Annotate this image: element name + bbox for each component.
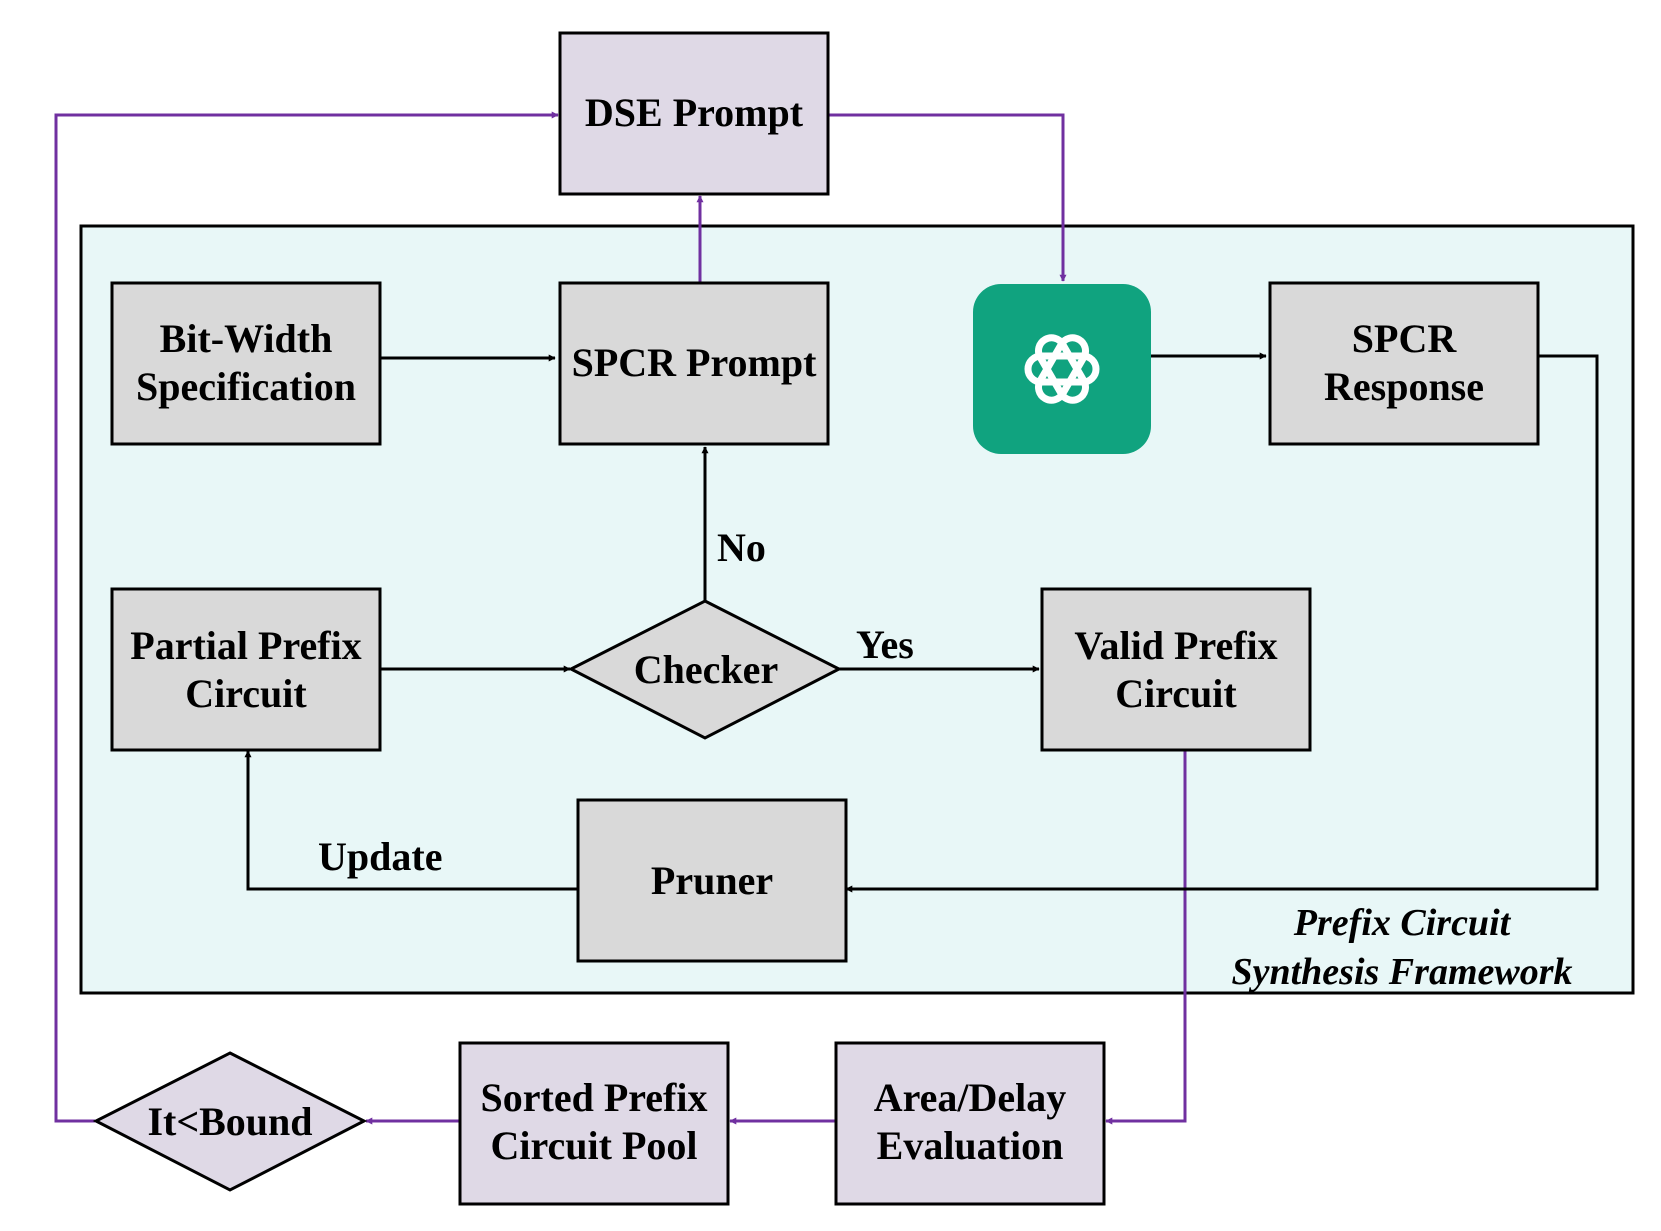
edge-label-yes: Yes — [856, 622, 914, 667]
area-delay-label-line2: Evaluation — [877, 1123, 1064, 1168]
bit-width-label-line1: Bit-Width — [160, 316, 333, 361]
edge-pruner-to-partial — [244, 750, 577, 891]
partial-prefix-label-line1: Partial Prefix — [130, 623, 361, 668]
edge-valid-to-area-delay — [1105, 750, 1187, 1125]
area-delay-evaluation-box — [834, 1041, 1106, 1206]
spcr-prompt-label: SPCR Prompt — [572, 340, 817, 385]
checker-diamond — [567, 599, 843, 740]
edge-label-update: Update — [318, 834, 442, 879]
framework-label-line2: Synthesis Framework — [1231, 951, 1572, 993]
it-bound-diamond — [92, 1051, 368, 1192]
checker-label: Checker — [634, 647, 778, 692]
dse-prompt-box — [558, 31, 830, 196]
spcr-prompt-box — [558, 281, 830, 446]
sorted-prefix-pool-box — [458, 1041, 730, 1206]
pruner-label: Pruner — [651, 858, 773, 903]
openai-logo-icon — [973, 284, 1151, 454]
sorted-pool-label-line1: Sorted Prefix — [481, 1075, 708, 1120]
spcr-response-label-line1: SPCR — [1352, 316, 1458, 361]
partial-prefix-circuit-box — [110, 587, 382, 752]
dse-prompt-label: DSE Prompt — [585, 90, 804, 135]
bit-width-specification-box — [110, 281, 382, 446]
framework-label-line1: Prefix Circuit — [1293, 902, 1512, 944]
spcr-response-box — [1268, 281, 1540, 446]
edge-spcr-response-to-pruner — [845, 354, 1599, 893]
area-delay-label-line1: Area/Delay — [874, 1075, 1067, 1120]
edge-dse-to-llm — [826, 113, 1067, 282]
edge-it-bound-to-dse — [54, 111, 559, 1123]
valid-prefix-label-line1: Valid Prefix — [1074, 623, 1277, 668]
it-bound-label: It<Bound — [147, 1099, 312, 1144]
partial-prefix-label-line2: Circuit — [185, 671, 307, 716]
sorted-pool-label-line2: Circuit Pool — [490, 1123, 697, 1168]
spcr-response-label-line2: Response — [1324, 364, 1484, 409]
edge-label-no: No — [717, 525, 766, 570]
pruner-box — [576, 798, 848, 963]
valid-prefix-label-line2: Circuit — [1115, 671, 1237, 716]
valid-prefix-circuit-box — [1040, 587, 1312, 752]
bit-width-label-line2: Specification — [136, 364, 356, 409]
